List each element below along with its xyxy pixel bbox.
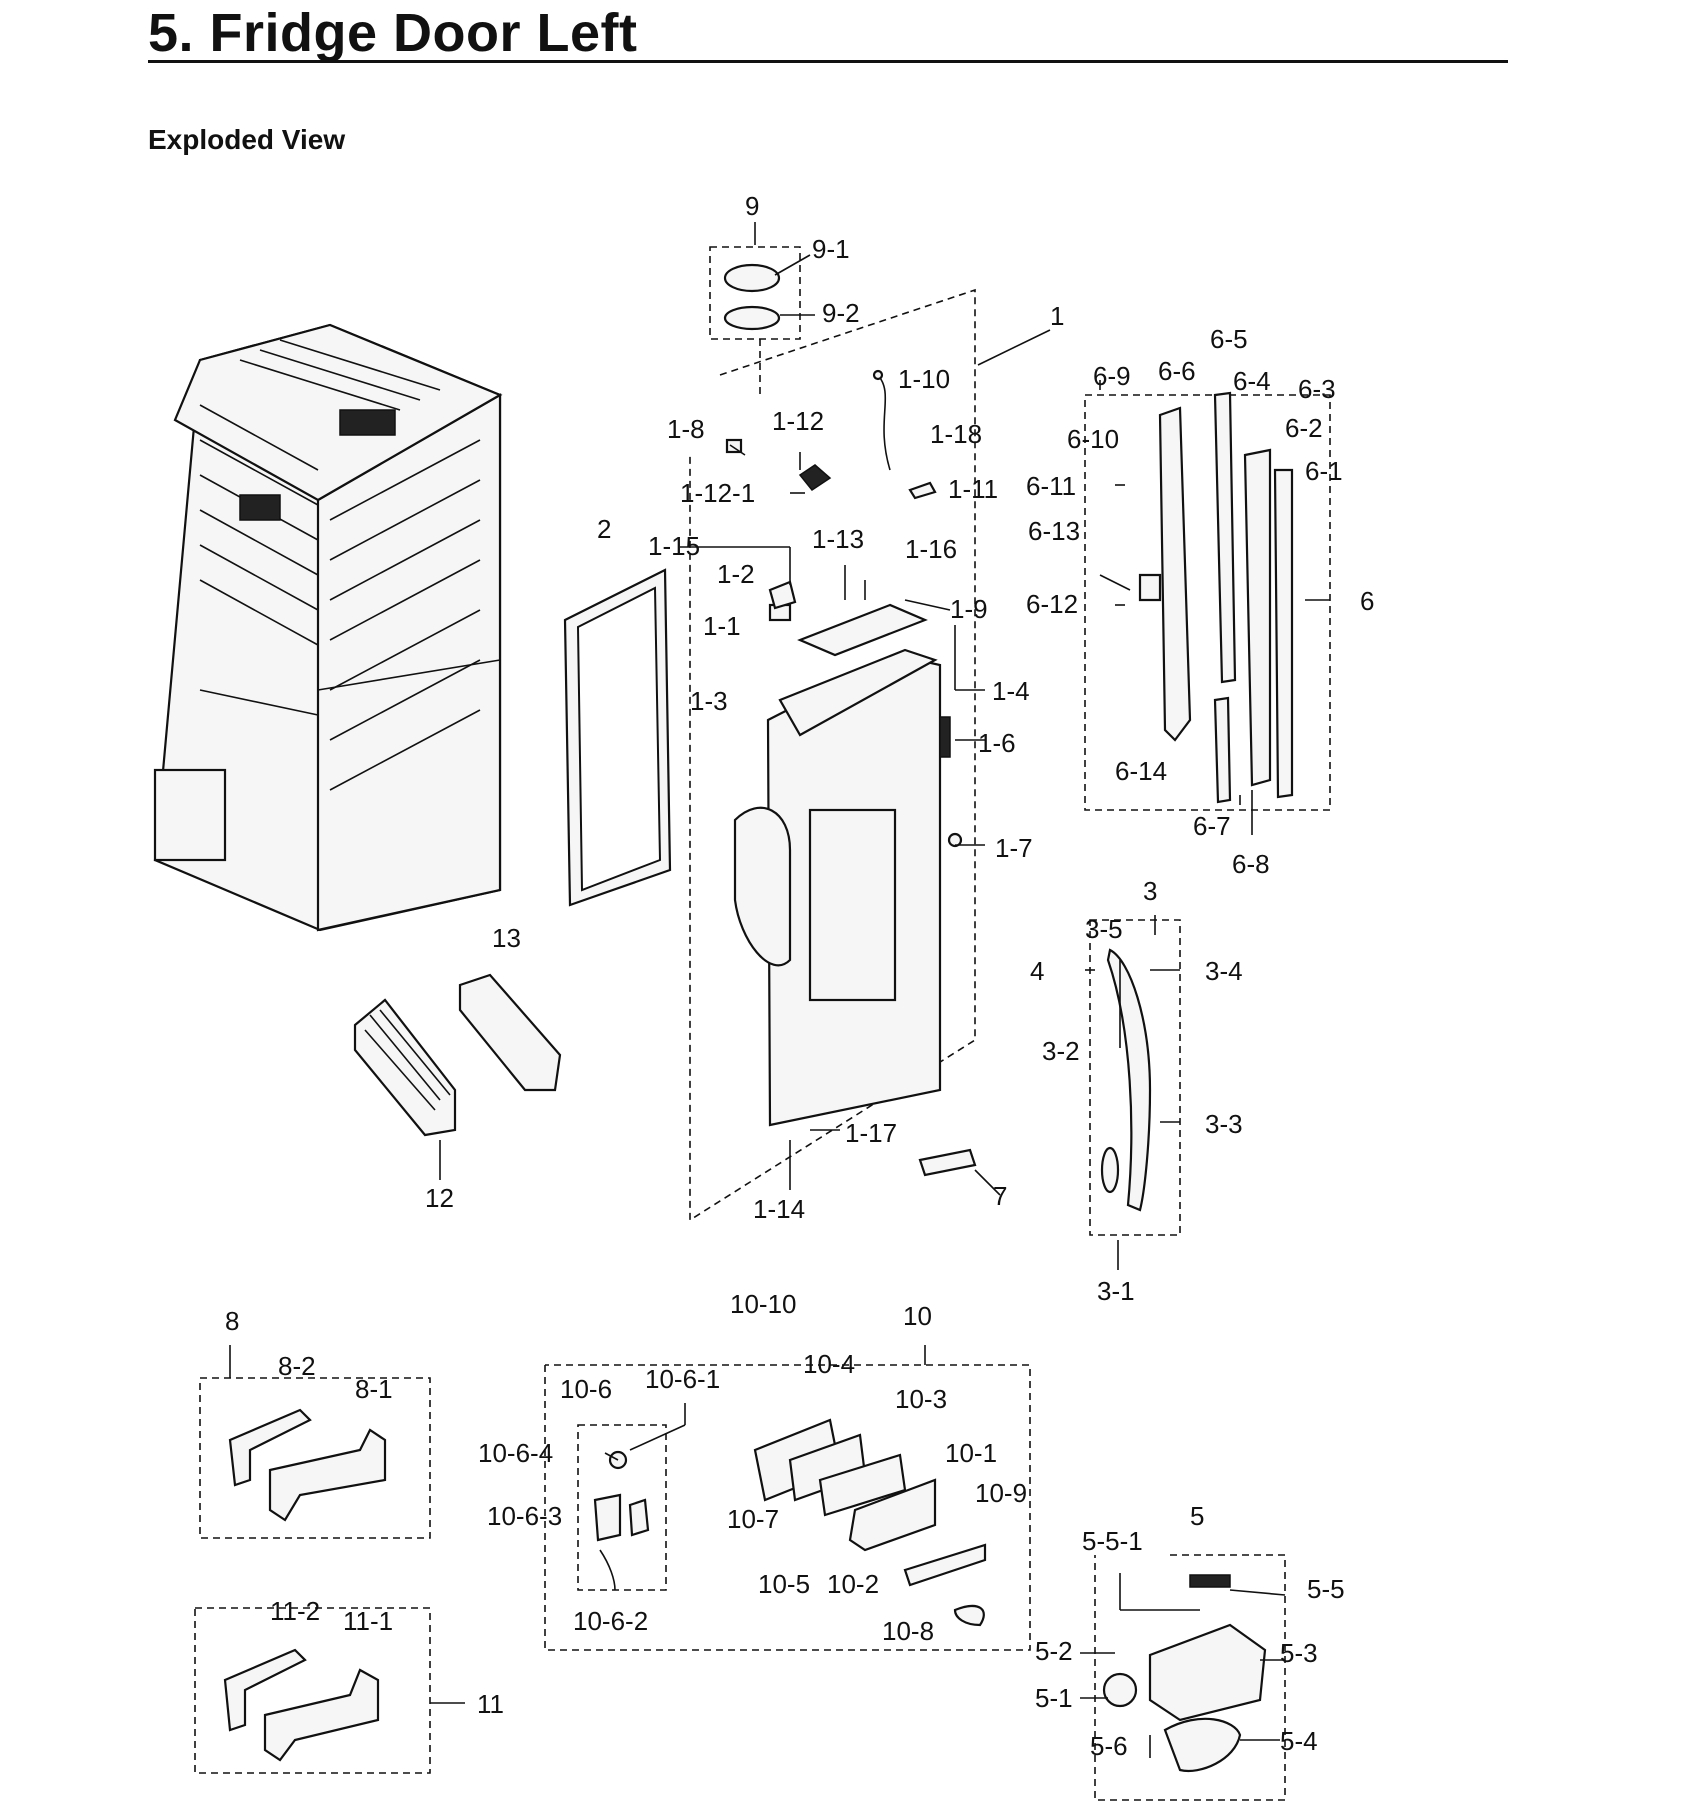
label-1-18: 1-18 bbox=[930, 419, 982, 449]
label-10-5: 10-5 bbox=[758, 1569, 810, 1599]
door-gasket-drawing bbox=[563, 568, 672, 907]
dispenser-group-10-drawing bbox=[544, 1364, 1031, 1651]
label-1-2: 1-2 bbox=[717, 559, 755, 589]
label-1-12-1: 1-12-1 bbox=[680, 478, 755, 508]
label-11-2: 11-2 bbox=[270, 1596, 320, 1626]
label-10-3: 10-3 bbox=[895, 1384, 947, 1414]
label-10-9: 10-9 bbox=[975, 1478, 1027, 1508]
label-1-10: 1-10 bbox=[898, 364, 950, 394]
label-6-4: 6-4 bbox=[1233, 366, 1271, 396]
label-10-6-2: 10-6-2 bbox=[573, 1606, 648, 1636]
label-5-5: 5-5 bbox=[1307, 1574, 1345, 1604]
label-1-3: 1-3 bbox=[690, 686, 728, 716]
label-10-6-4: 10-6-4 bbox=[478, 1438, 553, 1468]
label-1-17: 1-17 bbox=[845, 1118, 897, 1148]
label-6-1: 6-1 bbox=[1305, 456, 1343, 486]
trim-strips-drawing bbox=[1084, 391, 1331, 811]
label-10-10: 10-10 bbox=[730, 1289, 797, 1319]
label-6-6: 6-6 bbox=[1158, 356, 1196, 386]
label-1-9: 1-9 bbox=[950, 594, 988, 624]
leader-lines bbox=[229, 222, 1330, 1758]
label-1-15: 1-15 bbox=[648, 531, 700, 561]
label-6-10: 6-10 bbox=[1067, 424, 1119, 454]
label-10-6-3: 10-6-3 bbox=[487, 1501, 562, 1531]
label-3-5: 3-5 bbox=[1085, 914, 1123, 944]
label-5-4: 5-4 bbox=[1280, 1726, 1318, 1756]
label-6-14: 6-14 bbox=[1115, 756, 1167, 786]
label-3-3: 3-3 bbox=[1205, 1109, 1243, 1139]
shelf-bin-drawing bbox=[353, 973, 562, 1137]
label-6-5: 6-5 bbox=[1210, 324, 1248, 354]
label-8: 8 bbox=[225, 1306, 239, 1336]
label-10-4: 10-4 bbox=[803, 1349, 855, 1379]
label-6-11: 6-11 bbox=[1026, 471, 1076, 501]
label-9-2: 9-2 bbox=[822, 298, 860, 328]
bin-group-8-drawing bbox=[199, 1377, 431, 1539]
label-1-16: 1-16 bbox=[905, 534, 957, 564]
label-10-1: 10-1 bbox=[945, 1438, 997, 1468]
label-1: 1 bbox=[1050, 301, 1064, 331]
label-10-7: 10-7 bbox=[727, 1504, 779, 1534]
part-7-drawing bbox=[918, 1148, 977, 1177]
label-11-1: 11-1 bbox=[343, 1606, 393, 1636]
label-9: 9 bbox=[745, 191, 759, 221]
bin-group-11-drawing bbox=[194, 1607, 431, 1774]
label-6-3: 6-3 bbox=[1298, 374, 1336, 404]
door-assembly-drawing bbox=[689, 288, 976, 1222]
label-6-7: 6-7 bbox=[1193, 811, 1231, 841]
title-rule bbox=[148, 60, 1508, 63]
label-1-6: 1-6 bbox=[978, 728, 1016, 758]
label-1-8: 1-8 bbox=[667, 414, 705, 444]
label-11: 11 bbox=[477, 1689, 504, 1719]
label-3-2: 3-2 bbox=[1042, 1036, 1080, 1066]
label-6-13: 6-13 bbox=[1028, 516, 1080, 546]
label-5-6: 5-6 bbox=[1090, 1731, 1128, 1761]
label-10: 10 bbox=[903, 1301, 932, 1331]
label-10-2: 10-2 bbox=[827, 1569, 879, 1599]
part-labels: 9 9-1 9-2 1 1-10 1-8 1-12 1-18 1-12-1 1-… bbox=[225, 191, 1374, 1761]
label-6-8: 6-8 bbox=[1232, 849, 1270, 879]
label-9-1: 9-1 bbox=[812, 234, 850, 264]
label-1-11: 1-11 bbox=[948, 474, 998, 504]
page-title: 5. Fridge Door Left bbox=[148, 3, 638, 63]
label-13: 13 bbox=[492, 923, 521, 953]
label-6-2: 6-2 bbox=[1285, 413, 1323, 443]
label-12: 12 bbox=[425, 1183, 454, 1213]
label-5: 5 bbox=[1190, 1501, 1204, 1531]
label-6-12: 6-12 bbox=[1026, 589, 1078, 619]
label-10-6-1: 10-6-1 bbox=[645, 1364, 720, 1394]
label-10-6: 10-6 bbox=[560, 1374, 612, 1404]
label-3-1: 3-1 bbox=[1097, 1276, 1135, 1306]
label-4: 4 bbox=[1030, 956, 1044, 986]
label-8-2: 8-2 bbox=[278, 1351, 316, 1381]
label-1-1: 1-1 bbox=[703, 611, 741, 641]
label-5-3: 5-3 bbox=[1280, 1638, 1318, 1668]
label-1-12: 1-12 bbox=[772, 406, 824, 436]
label-2: 2 bbox=[597, 514, 611, 544]
label-10-8: 10-8 bbox=[882, 1616, 934, 1646]
label-8-1: 8-1 bbox=[355, 1374, 393, 1404]
label-3-4: 3-4 bbox=[1205, 956, 1243, 986]
label-6-9: 6-9 bbox=[1093, 361, 1131, 391]
handle-drawing bbox=[1089, 919, 1181, 1236]
label-5-2: 5-2 bbox=[1035, 1636, 1073, 1666]
label-7: 7 bbox=[993, 1181, 1007, 1211]
label-5-5-1: 5-5-1 bbox=[1082, 1526, 1143, 1556]
cap-group-9-drawing bbox=[709, 246, 801, 395]
label-1-7: 1-7 bbox=[995, 833, 1033, 863]
ice-chute-group-5-drawing bbox=[1094, 1554, 1286, 1801]
label-5-1: 5-1 bbox=[1035, 1683, 1073, 1713]
label-1-13: 1-13 bbox=[812, 524, 864, 554]
fridge-cabinet-drawing bbox=[153, 323, 503, 932]
label-1-14: 1-14 bbox=[753, 1194, 805, 1224]
label-1-4: 1-4 bbox=[992, 676, 1030, 706]
label-3: 3 bbox=[1143, 876, 1157, 906]
section-subtitle: Exploded View bbox=[148, 124, 346, 155]
label-6: 6 bbox=[1360, 586, 1374, 616]
